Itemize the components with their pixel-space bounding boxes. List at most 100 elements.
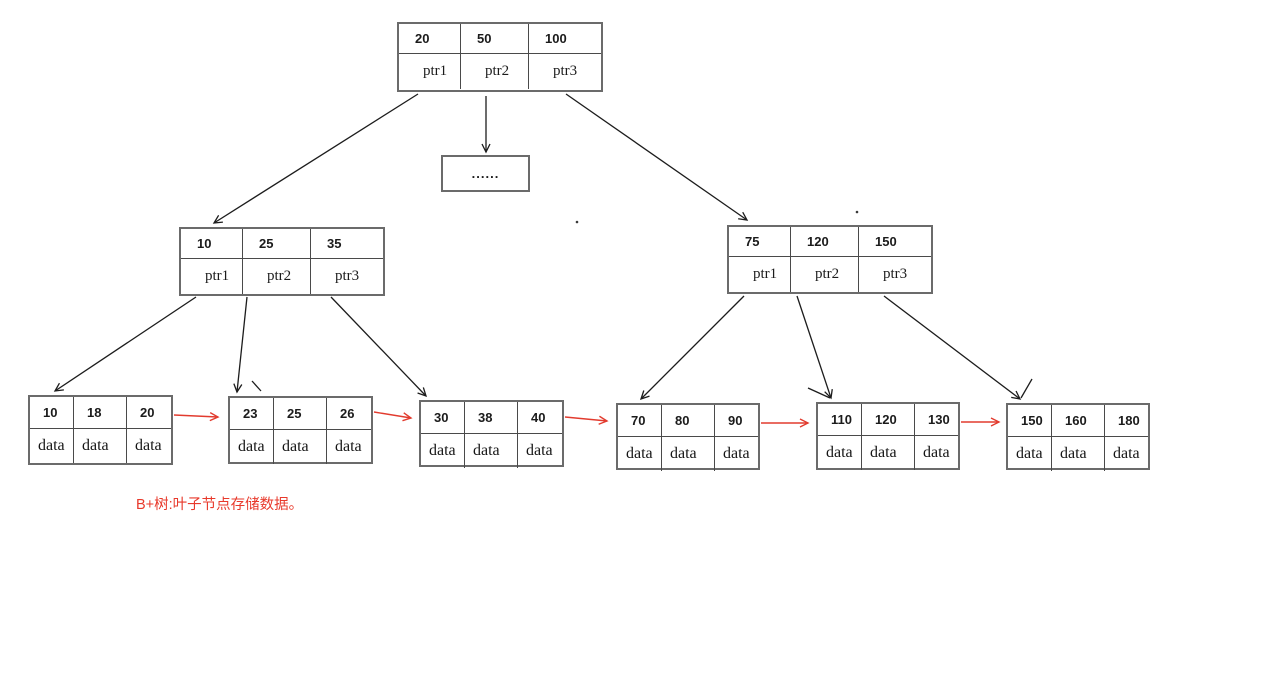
data-cell: data [421, 434, 465, 468]
leaf-keys-row: 70 80 90 [618, 405, 758, 437]
pointer-cell: ptr2 [461, 54, 529, 89]
key-cell: 10 [181, 229, 243, 258]
pointer-cell: ptr2 [791, 257, 859, 292]
pointer-cell: ptr1 [181, 259, 243, 294]
annotation-text: B+树:叶子节点存储数据。 [136, 497, 304, 513]
leaf-node-1: 10 18 20 data data data [28, 395, 173, 465]
leaf-keys-row: 23 25 26 [230, 398, 371, 430]
key-cell: 20 [399, 24, 461, 53]
internal-left-keys-row: 10 25 35 [181, 229, 383, 259]
data-cell: data [274, 430, 327, 464]
data-cell: data [923, 444, 950, 461]
key-cell: 120 [791, 227, 859, 256]
root-node: 20 50 100 ptr1 ptr2 ptr3 [397, 22, 603, 92]
internal-node-left: 10 25 35 ptr1 ptr2 ptr3 [179, 227, 385, 296]
leaf-node-2: 23 25 26 data data data [228, 396, 373, 464]
key-cell: 10 [30, 397, 74, 428]
edge-left-ptr1-to-leaf1 [53, 296, 197, 392]
leaf-node-4: 70 80 90 data data data [616, 403, 760, 471]
edge-left-ptr2-to-leaf2 [233, 296, 248, 394]
edge-root-to-internal-left [212, 93, 419, 224]
edge-right-ptr3-to-leaf6 [883, 295, 1022, 400]
edge-right-ptr1-to-leaf4 [639, 295, 745, 401]
leaf-data-row: data data data [421, 434, 562, 468]
key-cell: 18 [74, 397, 127, 428]
key-cell: 90 [728, 413, 743, 428]
key-cell: 50 [461, 24, 529, 53]
key-cell: 100 [545, 31, 567, 46]
sketch-stroke [807, 387, 831, 399]
leaf-node-3: 30 38 40 data data data [419, 400, 564, 468]
internal-node-right: 75 120 150 ptr1 ptr2 ptr3 [727, 225, 933, 294]
leaf-data-row: data data data [30, 429, 171, 463]
leaf-keys-row: 10 18 20 [30, 397, 171, 429]
data-cell: data [1113, 445, 1140, 462]
key-cell: 75 [729, 227, 791, 256]
stray-dot [575, 220, 579, 224]
root-pointers-row: ptr1 ptr2 ptr3 [399, 54, 601, 89]
data-cell: data [230, 430, 274, 464]
data-cell: data [618, 437, 662, 471]
key-cell: 70 [618, 405, 662, 436]
ellipsis-label: ...... [471, 166, 500, 181]
ellipsis-node: ...... [441, 155, 530, 192]
sketch-stroke [1020, 378, 1033, 399]
edge-left-ptr3-to-leaf3 [330, 296, 428, 398]
key-cell: 120 [862, 404, 915, 435]
data-cell: data [862, 436, 915, 470]
chain-leaf2-to-leaf3 [373, 411, 413, 422]
key-cell: 80 [662, 405, 715, 436]
key-cell: 26 [340, 406, 355, 421]
pointer-cell: ptr2 [243, 259, 311, 294]
edge-right-ptr2-to-leaf5 [796, 295, 833, 400]
leaf-keys-row: 110 120 130 [818, 404, 958, 436]
leaf-keys-row: 150 160 180 [1008, 405, 1148, 437]
key-cell: 150 [875, 234, 897, 249]
data-cell: data [135, 437, 162, 454]
leaf-data-row: data data data [618, 437, 758, 471]
key-cell: 130 [928, 412, 950, 427]
leaf-node-5: 110 120 130 data data data [816, 402, 960, 470]
data-cell: data [1052, 437, 1105, 471]
key-cell: 25 [243, 229, 311, 258]
data-cell: data [335, 438, 362, 455]
key-cell: 23 [230, 398, 274, 429]
data-cell: data [1008, 437, 1052, 471]
leaf-data-row: data data data [1008, 437, 1148, 471]
leaf-data-row: data data data [230, 430, 371, 464]
data-cell: data [74, 429, 127, 463]
data-cell: data [526, 442, 553, 459]
chain-leaf1-to-leaf2 [173, 412, 220, 422]
pointer-cell: ptr1 [729, 257, 791, 292]
key-cell: 150 [1008, 405, 1052, 436]
sketch-stroke [251, 380, 262, 392]
internal-right-keys-row: 75 120 150 [729, 227, 931, 257]
key-cell: 20 [140, 405, 155, 420]
key-cell: 38 [465, 402, 518, 433]
internal-right-pointers-row: ptr1 ptr2 ptr3 [729, 257, 931, 292]
data-cell: data [465, 434, 518, 468]
leaf-node-6: 150 160 180 data data data [1006, 403, 1150, 471]
key-cell: 180 [1118, 413, 1140, 428]
key-cell: 25 [274, 398, 327, 429]
data-cell: data [662, 437, 715, 471]
key-cell: 160 [1052, 405, 1105, 436]
data-cell: data [818, 436, 862, 470]
data-cell: data [30, 429, 74, 463]
key-cell: 40 [531, 410, 546, 425]
key-cell: 30 [421, 402, 465, 433]
pointer-cell: ptr3 [883, 266, 908, 282]
leaf-keys-row: 30 38 40 [421, 402, 562, 434]
key-cell: 110 [818, 404, 862, 435]
pointer-cell: ptr3 [335, 268, 360, 284]
root-keys-row: 20 50 100 [399, 24, 601, 54]
key-cell: 35 [327, 236, 342, 251]
stray-dot [855, 210, 859, 214]
pointer-cell: ptr3 [553, 63, 578, 79]
leaf-data-row: data data data [818, 436, 958, 470]
internal-left-pointers-row: ptr1 ptr2 ptr3 [181, 259, 383, 294]
data-cell: data [723, 445, 750, 462]
edge-root-to-internal-right [565, 93, 749, 221]
